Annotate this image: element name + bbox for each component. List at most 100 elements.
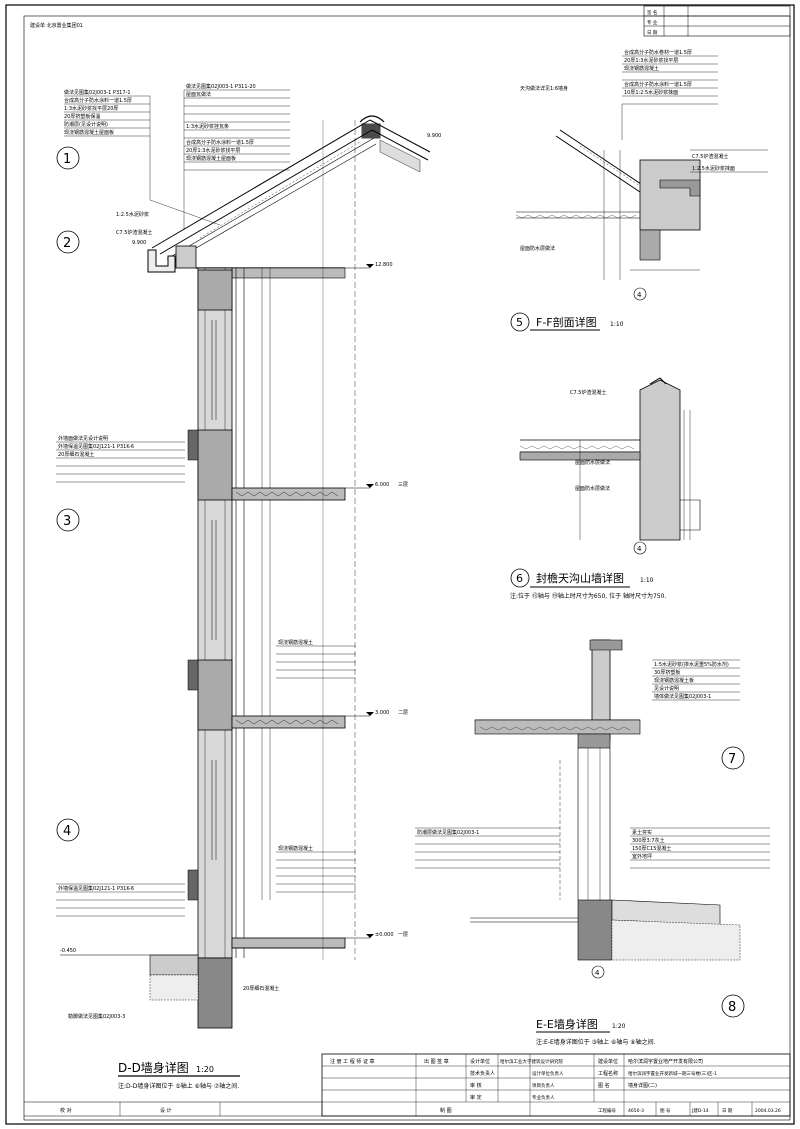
e-e-scale: 1:20 (612, 1023, 626, 1030)
note-top-5: 现浇钢筋混凝土屋面板 (186, 155, 236, 162)
svg-text:4: 4 (637, 291, 642, 299)
tb-r5-6: J建D-14 (691, 1107, 709, 1114)
note-right-1: 20厚1:3水泥砂浆找平层 (624, 57, 678, 64)
e-e-annotation-stacks (415, 659, 770, 869)
tb-r1-5: 哈尔滨润宇置业地产开发有限公司 (628, 1058, 703, 1065)
d-d-note: 注:D-D墙身详图位于 ⑤轴上 ⑥轴与 ⑦轴之间. (118, 1082, 239, 1090)
mid-annotation-stacks (276, 645, 356, 893)
circle-marker-2: 2 (56, 230, 80, 254)
note-mid-1: 现浇钢筋混凝土 (278, 845, 313, 852)
sheet-border (5, 4, 795, 1125)
tb-r4-0: 审 定 (470, 1094, 482, 1101)
note-left-3: 20厚挤塑板保温 (64, 113, 100, 120)
note-right-15: 见设计说明 (654, 685, 679, 692)
e-e-section: 4 (470, 639, 741, 979)
tb-r2-2: 工程名称 (598, 1070, 618, 1077)
circle-marker-7: 7 (721, 746, 745, 770)
gable-note: 注:位于 ⑬轴与 ⑲轴上时尺寸为650, 位于 轴时尺寸为750. (510, 592, 666, 600)
d-d-scale: 1:20 (196, 1065, 214, 1074)
gable-section: 4 (519, 377, 701, 555)
level-floor-3: 三层 (398, 482, 408, 488)
left-annotation-stack-3 (56, 441, 185, 483)
note-right-9: C7.5炉渣混凝土 (570, 389, 606, 396)
level-6000: 6.000 (375, 482, 389, 488)
note-left-11: 勒脚做法见图集02J003-3 (68, 1013, 125, 1020)
roof-slope (151, 115, 431, 263)
note-left-7: C7.5炉渣混凝土 (116, 229, 152, 236)
note-right-8: 屋面防水层做法 (520, 245, 555, 252)
svg-text:8: 8 (728, 1000, 736, 1015)
note-right-4: 10厚1:2.5水泥砂浆抹面 (624, 89, 678, 96)
circle-marker-8: 8 (721, 994, 745, 1018)
note-left-0: 做法见图集02J003-1 P317-1 (64, 89, 131, 96)
floor-slab-roof (197, 269, 233, 311)
level-0: ±0.000 (375, 932, 394, 938)
inner-border (23, 15, 791, 1121)
tb-r1-3: 哈尔滨工业大学建筑设计研究院 (500, 1058, 563, 1065)
e-e-title: E-E墙身详图 1:20 注:E-E墙身详图位于 ③轴上 ⑥轴与 ⑧轴之间. (536, 1017, 656, 1046)
eave-gutter (147, 245, 197, 273)
tb-r5-5: 图 号 (660, 1108, 671, 1114)
level-9900: 9.900 (132, 240, 146, 246)
note-top-2: 1:3水泥砂浆挂瓦条 (186, 123, 229, 130)
note-left-4: 防潮层(见设计说明) (64, 121, 108, 128)
note-left-9: 外墙保温见图集02J121-1 P31K-6 (58, 443, 134, 450)
note-right-5: C7.5炉渣混凝土 (692, 153, 728, 160)
gable-title: 6 封檐天沟山墙详图 1:10 注:位于 ⑬轴与 ⑲轴上时尺寸为650, 位于 … (510, 568, 666, 600)
note-right-20: 150厚C15混凝土 (632, 845, 671, 852)
tb-r5-3: 工程编号 (598, 1107, 616, 1114)
note-right-17: 防潮层做法见图集02J003-1 (417, 829, 479, 836)
note-right-12: 1:5水泥砂浆(掺水泥重5%防水剂) (654, 661, 729, 668)
floor-slab-3 (197, 429, 346, 501)
level-labels: 12.800 9.900 6.000 三层 3.000 二层 ±0.000 一层… (60, 133, 441, 954)
stamp-label-0: 签 名 (647, 9, 657, 16)
exterior-wall (197, 267, 271, 959)
note-right-16: 墙体做法见图集02J003-1 (654, 693, 711, 700)
svg-text:2: 2 (63, 236, 71, 251)
note-mid-0: 现浇钢筋混凝土 (278, 639, 313, 646)
circle-marker-1: 1 (56, 146, 80, 170)
f-f-title-text: F-F剖面详图 (536, 315, 597, 329)
note-right-7: 天沟做法详见1:6墙身 (520, 85, 568, 92)
note-top-0: 做法见图集02J003-1 P311-20 (186, 83, 256, 90)
tb-r3-1: 项目负责人 (532, 1082, 555, 1089)
note-right-21: 室外地坪 (632, 853, 652, 860)
tb-r4-1: 专业负责人 (532, 1094, 555, 1101)
note-right-0: 合成高分子防水卷材一道1.5厚 (624, 49, 692, 56)
tb-r1-2: 设计单位 (470, 1058, 490, 1065)
left-annotation-stack-1 (64, 95, 221, 226)
left-annotation-stack-4 (56, 883, 185, 917)
floor-slab-2 (197, 659, 346, 731)
note-left-10: 20厚细石混凝土 (58, 451, 94, 458)
tb-r1-0: 注 册 工 程 师 证 章 (330, 1058, 375, 1065)
tb-r5-4: 4650-3 (628, 1108, 644, 1114)
top-left-note: 建设单 北京置业集团01 (30, 22, 83, 29)
stamp-label-2: 日 期 (647, 30, 658, 36)
tb-r3-2: 图 名 (598, 1082, 610, 1089)
note-right-14: 现浇钢筋混凝土板 (654, 677, 694, 684)
note-left-5: 现浇钢筋混凝土屋面板 (64, 129, 114, 136)
tb-r5-7: 日 期 (722, 1108, 733, 1114)
top-annotation-stack (183, 89, 290, 230)
svg-text:7: 7 (728, 752, 736, 767)
tb-r5-8: 2004.03.26 (755, 1108, 781, 1114)
note-left-8: 外墙面做法见设计说明 (58, 435, 108, 442)
tb-r3-0: 审 核 (470, 1082, 482, 1089)
note-right-13: 30厚挤塑板 (654, 669, 680, 676)
level-floor-1: 一层 (398, 932, 408, 938)
note-right-6: 1:2.5水泥砂浆抹面 (692, 165, 735, 172)
level-ridge: 9.900 (427, 133, 441, 139)
tb-r2-0: 技术负责人 (470, 1070, 495, 1077)
svg-text:4: 4 (63, 824, 71, 839)
circle-marker-3: 3 (56, 508, 80, 532)
note-right-19: 300厚3:7灰土 (632, 837, 665, 844)
title-block-grid (24, 1053, 791, 1117)
ground-floor (60, 937, 346, 1029)
tb-r1-1: 出 图 签 章 (424, 1058, 449, 1065)
f-f-scale: 1:10 (610, 321, 624, 328)
note-right-2: 现浇钢筋混凝土 (624, 65, 659, 72)
level-12800: 12.800 (375, 262, 393, 268)
d-d-wall-section (60, 115, 431, 1029)
note-right-18: 素土夯实 (632, 829, 652, 836)
